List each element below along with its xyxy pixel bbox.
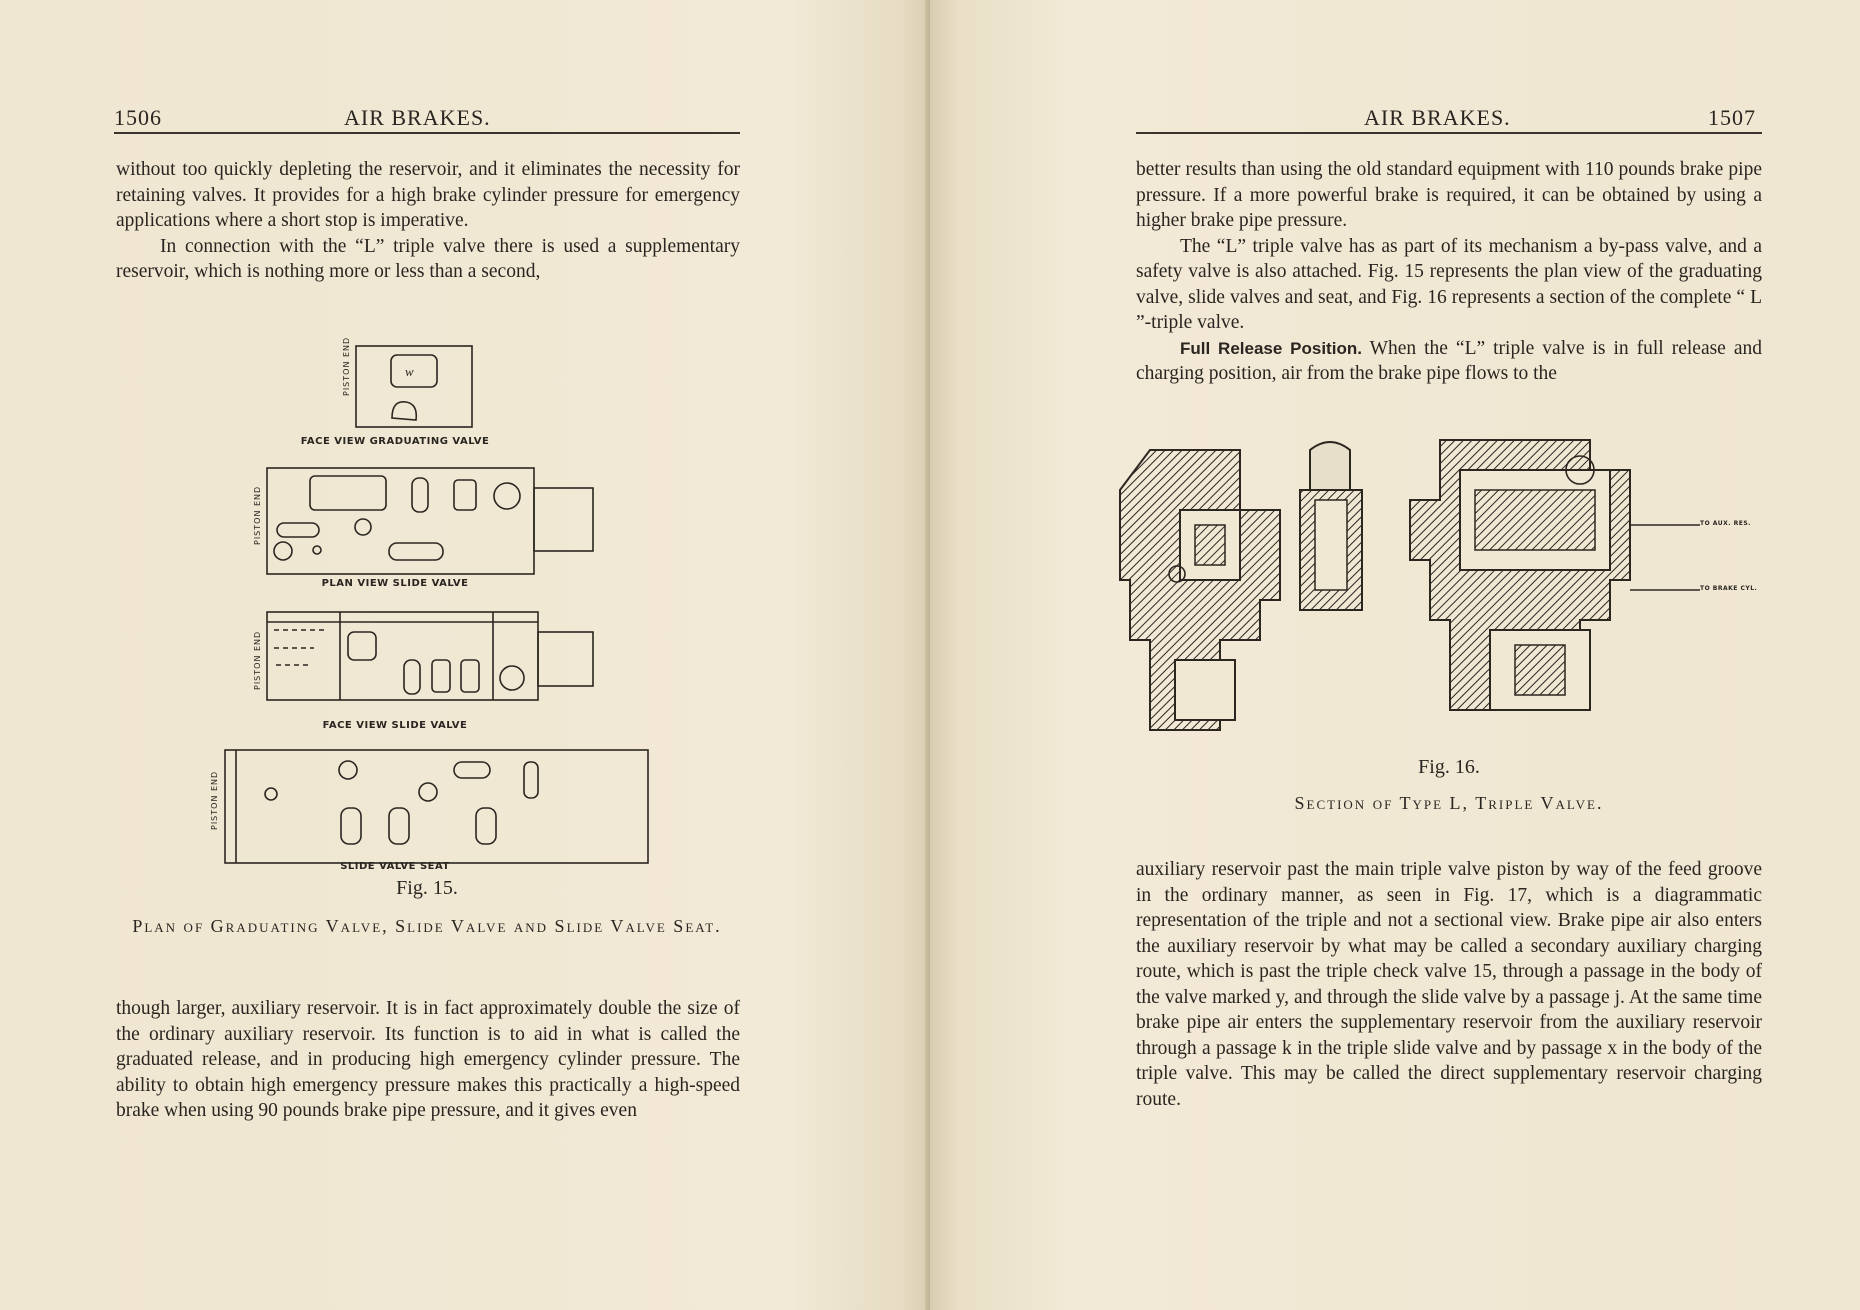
paragraph-text: When the “L” triple valve is in full rel…: [1136, 337, 1762, 385]
page-number-left: 1506: [114, 105, 162, 130]
right-text-bottom: auxiliary reservoir past the main triple…: [1136, 857, 1762, 1112]
piston-end-label: PISTON END: [253, 630, 262, 690]
paragraph: Full Release Position. When the “L” trip…: [1136, 336, 1762, 387]
label-plan-view: PLAN VIEW SLIDE VALVE: [321, 578, 469, 589]
label-graduating-valve: FACE VIEW GRADUATING VALVE: [300, 436, 490, 447]
fig15-number: Fig. 15.: [396, 877, 458, 899]
fig15-title: Plan of Graduating Valve, Slide Valve an…: [132, 916, 722, 936]
left-text-top: without too quickly depleting the reserv…: [116, 157, 740, 285]
paragraph: In connection with the “L” triple valve …: [116, 235, 740, 283]
label-to-brake-cyl: TO BRAKE CYL.: [1700, 585, 1758, 592]
running-head-left: AIR BRAKES.: [344, 105, 491, 130]
fig16-drawing: [1119, 439, 1700, 731]
label-face-view: FACE VIEW SLIDE VALVE: [322, 720, 468, 731]
right-page: AIR BRAKES. 1507 better results than usi…: [930, 0, 1860, 1310]
running-head-right: AIR BRAKES.: [1364, 105, 1511, 130]
fig16-caption: Fig. 16. Section of Type L, Triple Valve…: [1136, 756, 1762, 817]
paragraph: though larger, auxiliary reservoir. It i…: [116, 998, 740, 1121]
label-to-aux-res: TO AUX. RES.: [1700, 520, 1751, 527]
piston-end-label: PISTON END: [342, 336, 351, 396]
header-rule-right: [1136, 132, 1762, 134]
left-text-bottom: though larger, auxiliary reservoir. It i…: [116, 996, 740, 1124]
paragraph: better results than using the old standa…: [1136, 159, 1762, 231]
svg-text:w: w: [405, 364, 414, 379]
right-text-top: better results than using the old standa…: [1136, 157, 1762, 387]
fig16-number: Fig. 16.: [1418, 756, 1480, 778]
header-rule-left: [114, 132, 740, 134]
paragraph: The “L” triple valve has as part of its …: [1136, 235, 1762, 334]
piston-end-label: PISTON END: [253, 485, 262, 545]
page-number-right: 1507: [1708, 105, 1756, 130]
label-seat: SLIDE VALVE SEAT: [340, 861, 450, 872]
fig15-drawing: w: [224, 345, 649, 864]
left-page: 1506 AIR BRAKES. without too quickly dep…: [0, 0, 930, 1310]
section-heading: Full Release Position.: [1180, 338, 1362, 358]
fig16-title: Section of Type L, Triple Valve.: [1294, 793, 1604, 813]
paragraph: auxiliary reservoir past the main triple…: [1136, 859, 1762, 1110]
paragraph: without too quickly depleting the reserv…: [116, 159, 740, 231]
piston-end-label: PISTON END: [210, 770, 219, 830]
fig15-caption: Fig. 15. Plan of Graduating Valve, Slide…: [114, 877, 740, 940]
